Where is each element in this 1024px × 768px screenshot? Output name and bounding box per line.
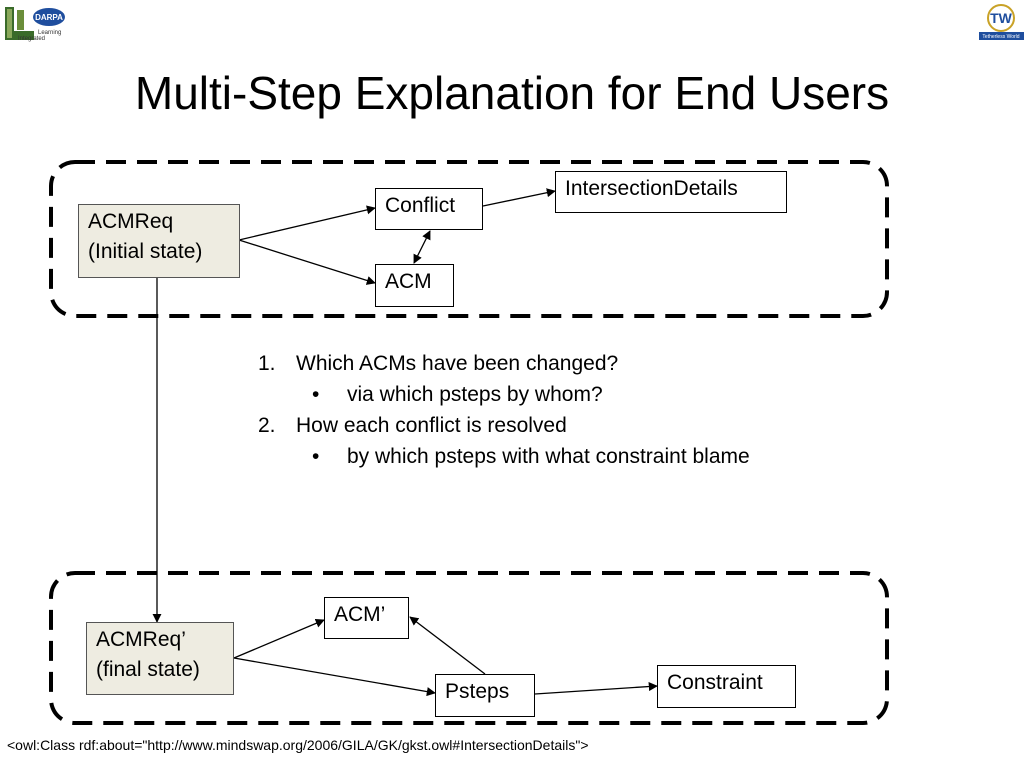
node-acmreq-final-line1: ACMReq’ bbox=[96, 628, 186, 651]
edge-conflict-intersection bbox=[482, 188, 556, 207]
bullet-icon: • bbox=[312, 383, 320, 406]
edge-acmreq-conflict bbox=[238, 205, 376, 241]
node-acmreq-initial-line2: (Initial state) bbox=[88, 240, 203, 263]
edge-psteps-constraint bbox=[534, 681, 658, 695]
logo-text-learning: Learning bbox=[38, 30, 61, 36]
questions-list: 1. Which ACMs have been changed? • via w… bbox=[256, 348, 750, 472]
question-subitem-text: via which psteps by whom? bbox=[347, 383, 603, 406]
node-acm-prime: ACM’ bbox=[324, 597, 409, 639]
node-intersection-details: IntersectionDetails bbox=[555, 171, 787, 213]
tw-letters: TW bbox=[990, 10, 1013, 26]
darpa-badge-text: DARPA bbox=[35, 13, 63, 22]
edge-psteps-acmprime bbox=[409, 616, 486, 675]
node-conflict: Conflict bbox=[375, 188, 483, 230]
logo-text-integrated: Integrated bbox=[18, 36, 45, 42]
question-number: 2. bbox=[258, 414, 276, 437]
node-acm: ACM bbox=[375, 264, 454, 307]
question-text: Which ACMs have been changed? bbox=[296, 352, 619, 375]
node-acmreq-initial-line1: ACMReq bbox=[88, 210, 174, 233]
question-subitem: • by which psteps with what constraint b… bbox=[256, 441, 750, 472]
node-constraint: Constraint bbox=[657, 665, 796, 708]
slide-title: Multi-Step Explanation for End Users bbox=[134, 67, 890, 119]
bullet-icon: • bbox=[312, 445, 320, 468]
edge-acmreqfinal-acmprime bbox=[233, 618, 325, 659]
node-psteps: Psteps bbox=[435, 674, 535, 717]
question-subitem: • via which psteps by whom? bbox=[256, 379, 750, 410]
edge-acmreq-acm bbox=[238, 239, 376, 285]
question-item: 2. How each conflict is resolved bbox=[256, 410, 750, 441]
initial-state-group-border bbox=[49, 160, 889, 318]
node-acmreq-initial: ACMReq (Initial state) bbox=[78, 204, 240, 278]
question-text: How each conflict is resolved bbox=[296, 414, 567, 437]
integrated-learning-logo: DARPA Learning Integrated bbox=[5, 7, 65, 42]
tetherless-world-logo: TW Tetherless World bbox=[979, 4, 1024, 40]
node-acmreq-final: ACMReq’ (final state) bbox=[86, 622, 234, 695]
edge-conflict-acm-bidirectional bbox=[413, 230, 431, 264]
tw-caption: Tetherless World bbox=[982, 34, 1019, 40]
owl-class-footer: <owl:Class rdf:about="http://www.mindswa… bbox=[7, 737, 589, 753]
question-number: 1. bbox=[258, 352, 276, 375]
question-subitem-text: by which psteps with what constraint bla… bbox=[347, 445, 750, 468]
node-acmreq-final-line2: (final state) bbox=[96, 658, 200, 681]
question-item: 1. Which ACMs have been changed? bbox=[256, 348, 750, 379]
edge-acmreqfinal-psteps bbox=[233, 657, 436, 697]
final-state-group-border bbox=[49, 571, 889, 725]
